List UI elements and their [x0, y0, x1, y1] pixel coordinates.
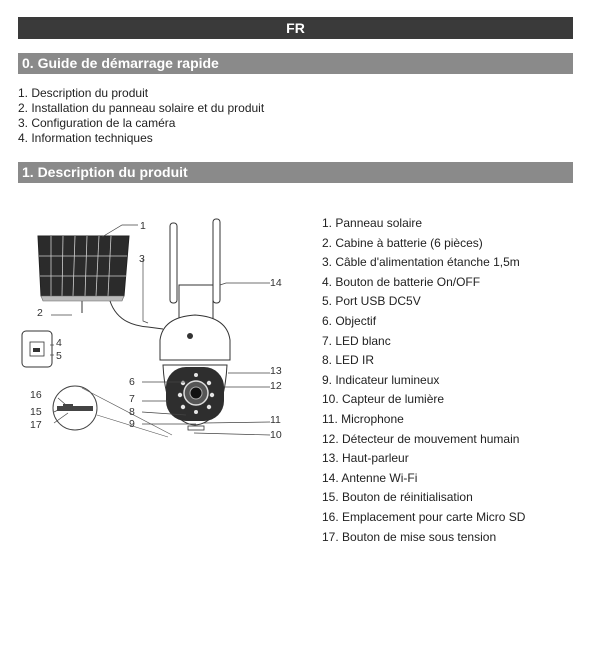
parts-list-item: 9. Indicateur lumineux	[322, 372, 440, 387]
callout-lines	[50, 224, 271, 436]
parts-list-item: 12. Détecteur de mouvement humain	[322, 431, 520, 446]
callout-17: 17	[30, 419, 42, 431]
callout-7: 7	[129, 393, 135, 405]
callout-6: 6	[129, 376, 135, 388]
callout-1: 1	[140, 220, 146, 232]
parts-list-item: 5. Port USB DC5V	[322, 294, 421, 309]
parts-list-item: 2. Cabine à batterie (6 pièces)	[322, 235, 483, 250]
toc-item: 2. Installation du panneau solaire et du…	[18, 101, 265, 115]
parts-list-item: 15. Bouton de réinitialisation	[322, 490, 473, 505]
callout-14: 14	[270, 277, 282, 289]
parts-list-item: 14. Antenne Wi-Fi	[322, 470, 418, 485]
callout-3: 3	[139, 253, 145, 265]
parts-list-item: 11. Microphone	[322, 411, 404, 426]
callout-16: 16	[30, 389, 42, 401]
callout-12: 12	[270, 380, 282, 392]
callout-9: 9	[129, 418, 135, 430]
parts-list-item: 16. Emplacement pour carte Micro SD	[322, 509, 526, 524]
callout-numbers: 1 2 3 4 5 6 7 8 9 10 11 12 13 14 15 16 1…	[30, 220, 282, 441]
sd-slot-detail-illustration	[52, 385, 173, 438]
parts-list-item: 17. Bouton de mise sous tension	[322, 529, 497, 544]
callout-5: 5	[56, 350, 62, 362]
solar-panel-illustration	[37, 235, 164, 330]
toc-item: 3. Configuration de la caméra	[18, 116, 176, 130]
language-header: FR	[18, 17, 573, 39]
callout-8: 8	[129, 406, 135, 418]
section-title-product-description: 1. Description du produit	[18, 162, 573, 183]
parts-list-item: 1. Panneau solaire	[322, 216, 423, 230]
callout-15: 15	[30, 406, 42, 418]
callout-2: 2	[37, 307, 43, 319]
parts-list-item: 8. LED IR	[322, 353, 375, 368]
section-title-text: 1. Description du produit	[22, 164, 188, 180]
toc-item: 1. Description du produit	[18, 86, 149, 100]
parts-list-item: 4. Bouton de batterie On/OFF	[322, 274, 481, 289]
callout-11: 11	[270, 414, 281, 426]
callout-4: 4	[56, 337, 62, 349]
toc-item: 4. Information techniques	[18, 131, 153, 145]
parts-list-item: 10. Capteur de lumière	[322, 392, 445, 407]
parts-list-item: 3. Câble d'alimentation étanche 1,5m	[322, 255, 520, 270]
callout-10: 10	[270, 429, 282, 441]
parts-list-item: 13. Haut-parleur	[322, 451, 409, 466]
battery-box-illustration	[21, 330, 53, 368]
product-diagram: 1 2 3 4 5 6 7 8 9 10 11 12 13 14 15 16 1…	[21, 218, 282, 441]
camera-illustration	[159, 218, 231, 431]
parts-list-item: 7. LED blanc	[322, 333, 391, 348]
table-of-contents: 1. Description du produit 2. Installatio…	[18, 86, 264, 146]
parts-list: 1. Panneau solaire 2. Cabine à batterie …	[322, 214, 525, 547]
parts-list-item: 6. Objectif	[322, 313, 377, 328]
section-title-quick-start: 0. Guide de démarrage rapide	[18, 53, 573, 74]
callout-13: 13	[270, 365, 282, 377]
section-title-text: 0. Guide de démarrage rapide	[22, 55, 219, 71]
